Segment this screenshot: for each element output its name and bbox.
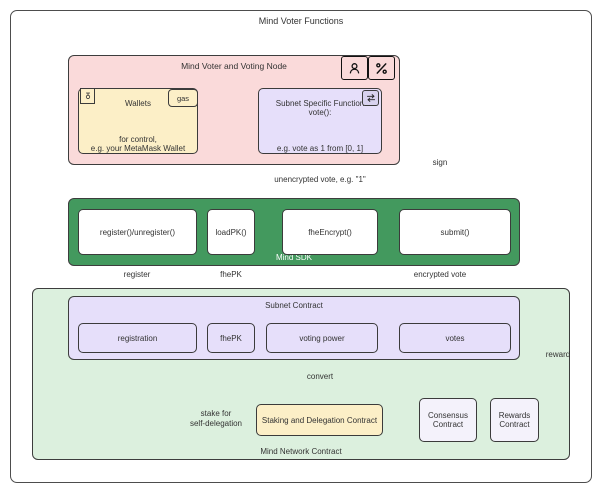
group-title-mind-sdk: Mind SDK <box>275 253 312 262</box>
node-fheencrypt[interactable]: fheEncrypt() <box>282 209 378 255</box>
node-registration-label: registration <box>117 333 158 343</box>
node-subnet-fn-title: Subnet Specific Function vote(): <box>275 98 365 117</box>
node-consensus-contract[interactable]: Consensus Contract <box>419 398 477 442</box>
edge-label-convert: convert <box>306 372 334 381</box>
node-register-unregister[interactable]: register()/unregister() <box>78 209 197 255</box>
diagram-title: Mind Voter Functions <box>258 16 344 26</box>
node-consensus-label: Consensus Contract <box>427 411 469 429</box>
node-rewards-contract[interactable]: Rewards Contract <box>490 398 539 442</box>
node-wallets-text: Wallets for control, e.g. your MetaMask … <box>79 88 197 155</box>
node-loadpk[interactable]: loadPK() <box>207 209 255 255</box>
swap-arrows-icon <box>362 90 379 106</box>
note-icon <box>80 88 95 104</box>
node-staking-label: Staking and Delegation Contract <box>261 415 378 425</box>
node-registration[interactable]: registration <box>78 323 197 353</box>
edge-label-unencrypted-vote: unencrypted vote, e.g. "1" <box>274 175 366 184</box>
node-voting-power[interactable]: voting power <box>266 323 378 353</box>
node-fhepk-label: fhePK <box>220 333 242 343</box>
group-title-mind-voter-and-voting-node: Mind Voter and Voting Node <box>181 61 287 71</box>
node-fheencrypt-label: fheEncrypt() <box>308 227 352 237</box>
edge-label-sign: sign <box>432 158 448 167</box>
user-speech-icon <box>341 56 368 80</box>
node-submit-label: submit() <box>440 227 470 237</box>
edge-label-fhepk: fhePK <box>220 270 242 279</box>
edge-label-encrypted-vote: encrypted vote <box>413 270 467 279</box>
edge-label-register: register <box>123 270 151 279</box>
node-subnet-fn-body: e.g. vote as 1 from [0, 1] <box>276 143 364 153</box>
wallets-gas-tag: gas <box>168 89 198 107</box>
node-register-unregister-label: register()/unregister() <box>99 227 176 237</box>
node-subnet-specific-function-text: Subnet Specific Function vote(): e.g. vo… <box>259 88 381 155</box>
node-votes-label: votes <box>445 333 465 343</box>
wallets-gas-label: gas <box>176 93 190 103</box>
edge-label-stake-for-self-delegation: stake for self-delegation <box>189 409 243 428</box>
node-subnet-specific-function[interactable]: Subnet Specific Function vote(): e.g. vo… <box>258 88 382 154</box>
node-fhepk[interactable]: fhePK <box>207 323 255 353</box>
node-wallets-title: Wallets <box>125 98 151 108</box>
node-votes[interactable]: votes <box>399 323 511 353</box>
node-wallets-body: for control, e.g. your MetaMask Wallet <box>90 134 186 153</box>
node-loadpk-label: loadPK() <box>215 227 247 237</box>
node-staking-and-delegation-contract[interactable]: Staking and Delegation Contract <box>256 404 383 436</box>
edge-label-reward: reward <box>545 350 571 359</box>
node-voting-power-label: voting power <box>299 333 345 343</box>
percent-monitor-icon <box>368 56 395 80</box>
node-submit[interactable]: submit() <box>399 209 511 255</box>
group-title-mind-network-contract: Mind Network Contract <box>260 447 342 456</box>
group-title-subnet-contract: Subnet Contract <box>265 301 323 310</box>
node-rewards-label: Rewards Contract <box>498 411 531 429</box>
